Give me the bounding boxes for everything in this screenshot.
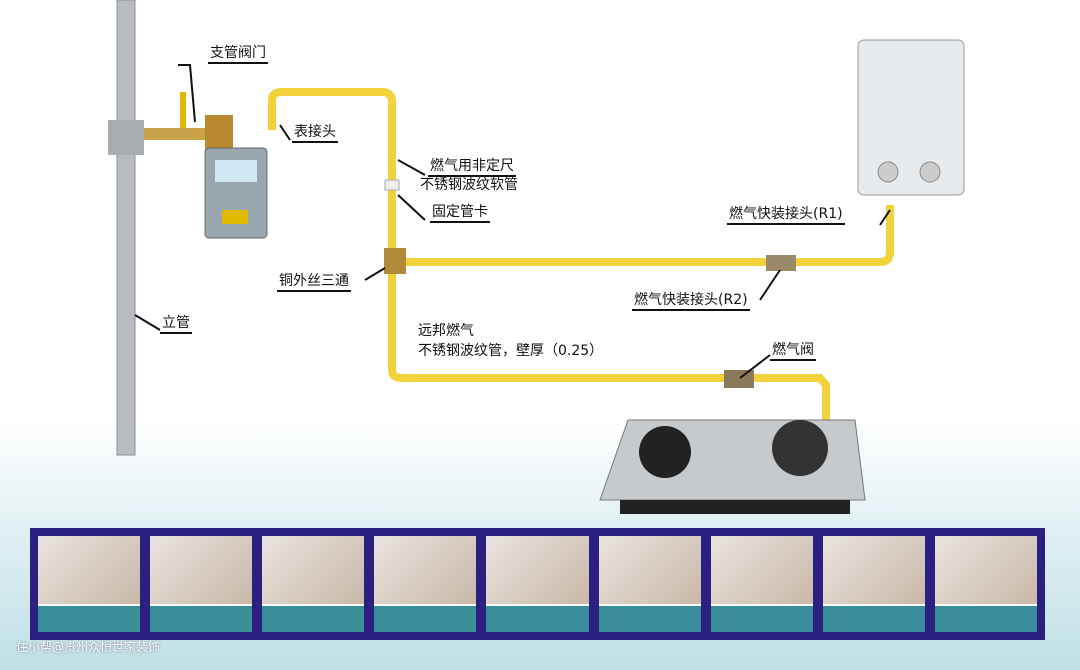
yellow-corrugated-hose [268,88,830,420]
branch-valve [144,128,214,140]
step-panel [710,536,813,632]
label-brand-line1: 远邦燃气 [418,323,474,339]
gas-valve-fitting [724,370,754,388]
label-gas-valve: 燃气阀 [770,342,816,361]
label-quick-joint-r1: 燃气快装接头(R1) [727,206,845,225]
riser-pipe [116,0,136,456]
step-panel [150,536,253,632]
water-heater [857,39,965,196]
step-panel [486,536,589,632]
label-brand-line2: 不锈钢波纹管，壁厚（0.25） [418,343,604,359]
label-copper-tee: 铜外丝三通 [277,273,351,292]
pipe-clamp [384,179,400,191]
label-hose-line2: 不锈钢波纹软管 [420,177,518,193]
label-riser: 立管 [160,315,192,334]
copper-tee [384,248,406,274]
label-pipe-clamp: 固定管卡 [430,204,490,223]
step-panel [374,536,477,632]
label-quick-joint-r2: 燃气快装接头(R2) [632,292,750,311]
branch-hose [392,205,894,266]
step-panel [38,536,141,632]
installation-steps-strip [30,528,1045,640]
quick-joint-r2 [766,255,796,271]
step-panel [934,536,1037,632]
watermark: 住小帮@贵州众恒世家装饰 [16,640,161,654]
label-meter-joint: 表接头 [292,124,338,143]
label-branch-valve: 支管阀门 [208,45,268,64]
step-panel [262,536,365,632]
riser-fitting [108,120,144,155]
step-panel [598,536,701,632]
step-panel [822,536,925,632]
label-hose-line1: 燃气用非定尺 [428,158,516,177]
